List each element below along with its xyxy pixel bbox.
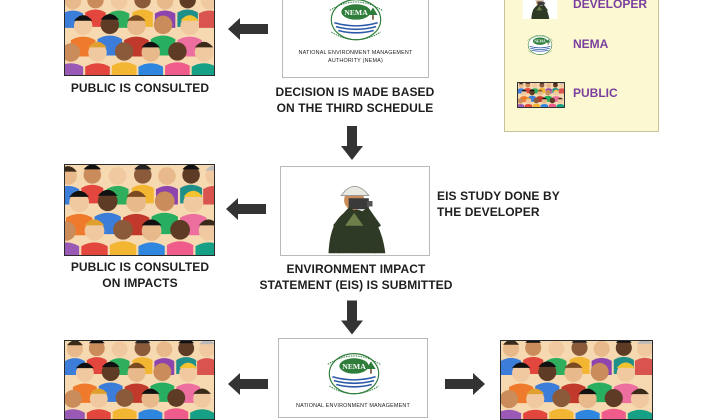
- arrow-left-top: [228, 18, 268, 40]
- crowd-icon: [501, 341, 652, 419]
- public-crowd-image-bottom-right: [500, 340, 653, 420]
- legend-item-public: PUBLIC: [505, 82, 658, 108]
- arrow-left-bottom: [228, 373, 268, 395]
- eis-developer-box: [280, 166, 430, 256]
- arrow-right-bottom: [445, 373, 485, 395]
- arrow-down-1: [341, 126, 363, 160]
- legend-panel: DEVELOPER NEMA PUBLIC: [504, 0, 659, 132]
- legend-item-developer: DEVELOPER: [505, 0, 658, 19]
- legend-item-nema: NEMA: [505, 33, 658, 59]
- legend-label-developer: DEVELOPER: [573, 0, 648, 11]
- eis-submitted-caption: ENVIRONMENT IMPACT STATEMENT (EIS) IS SU…: [259, 262, 453, 292]
- crowd-icon: [65, 165, 214, 255]
- crowd-icon: [65, 0, 214, 75]
- arrow-down-2: [341, 300, 363, 335]
- nema-logo-caption: NATIONAL ENVIRONMENT MANAGEMENT AUTHORIT…: [298, 50, 413, 64]
- nema-review-box: NATIONAL ENVIRONMENT MANAGEMENT: [278, 338, 428, 418]
- nema-decision-box: NATIONAL ENVIRONMENT MANAGEMENT AUTHORIT…: [282, 0, 429, 78]
- developer-icon: [517, 0, 563, 19]
- crowd-icon: [517, 82, 565, 108]
- nema-logo-icon: [317, 0, 395, 49]
- developer-icon: [301, 169, 411, 255]
- public-consulted-caption: PUBLIC IS CONSULTED: [70, 81, 210, 95]
- decision-caption: DECISION IS MADE BASED ON THE THIRD SCHE…: [275, 85, 435, 115]
- eis-side-note: EIS STUDY DONE BY THE DEVELOPER: [437, 189, 560, 219]
- nema-logo-icon: [315, 349, 393, 403]
- legend-label-nema: NEMA: [573, 37, 609, 51]
- public-crowd-image-middle: [64, 164, 215, 256]
- nema-logo-caption-partial: NATIONAL ENVIRONMENT MANAGEMENT: [296, 403, 410, 409]
- public-crowd-image-top: [64, 0, 215, 76]
- public-crowd-image-bottom-left: [64, 340, 215, 420]
- crowd-icon: [65, 341, 214, 419]
- public-consulted-impacts-caption: PUBLIC IS CONSULTED ON IMPACTS: [70, 260, 210, 290]
- arrow-left-middle: [226, 198, 266, 220]
- nema-logo-icon: [517, 33, 563, 59]
- legend-label-public: PUBLIC: [573, 86, 618, 100]
